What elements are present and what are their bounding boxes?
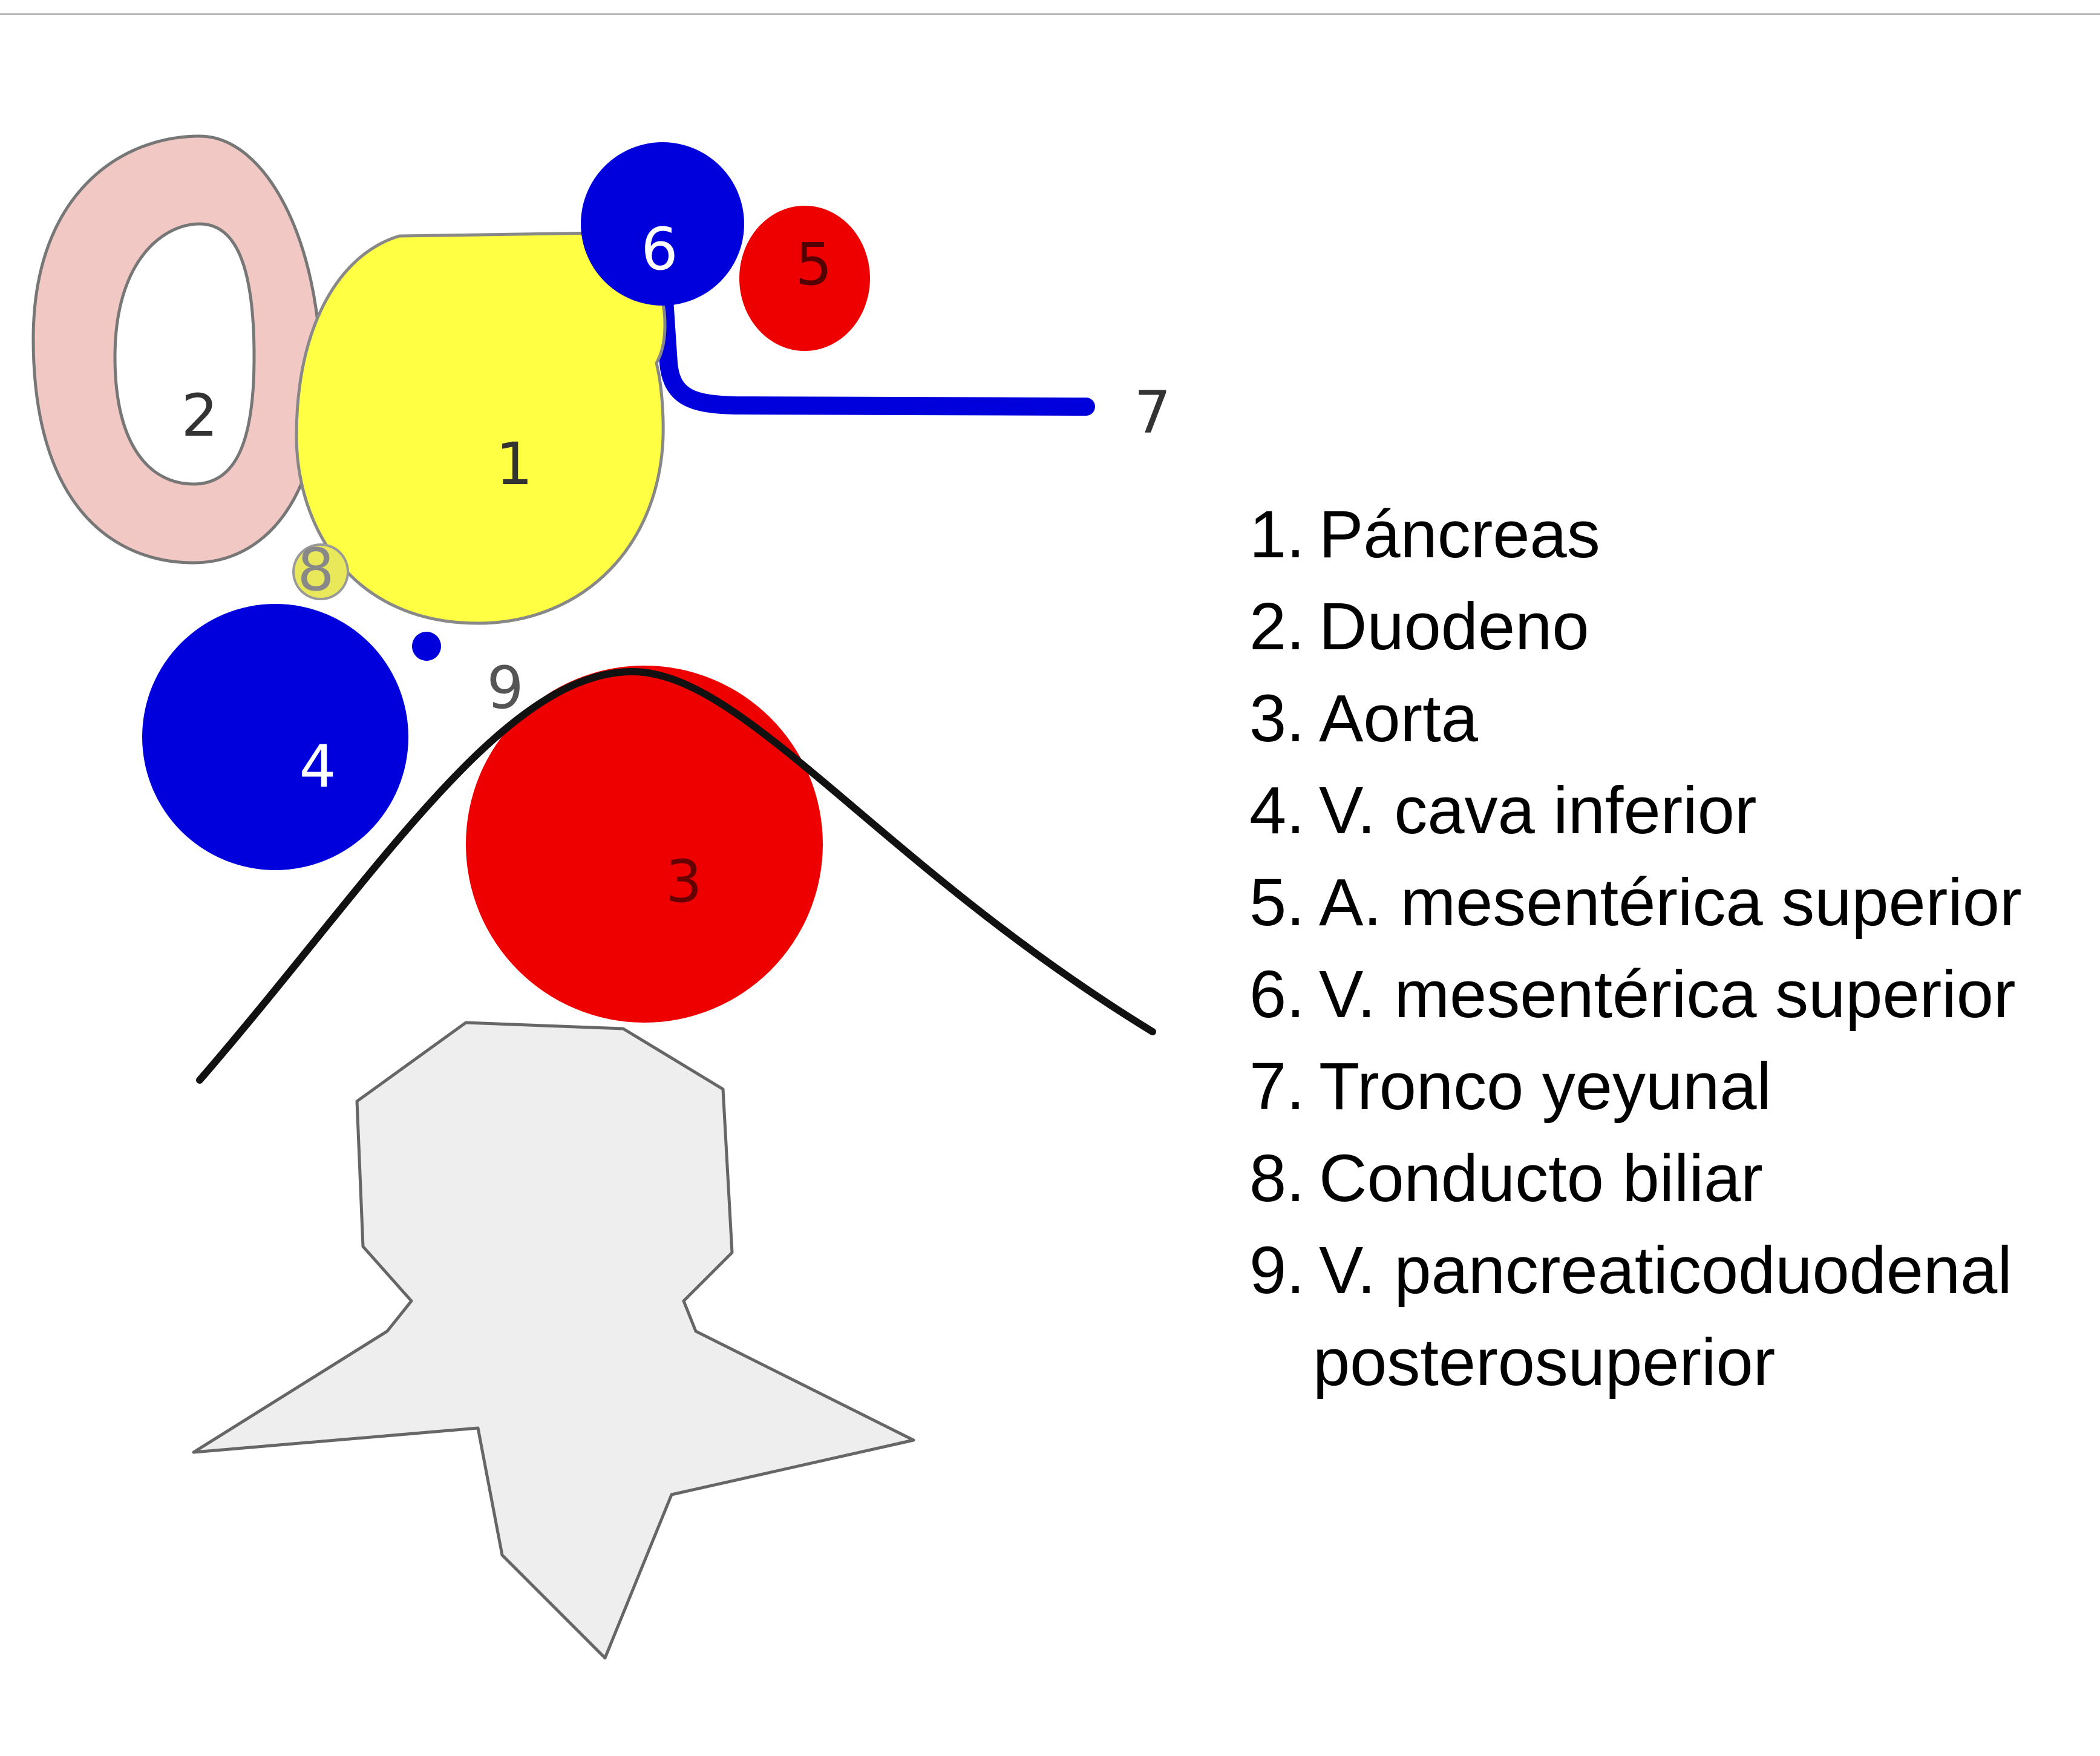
pancreas-shape <box>295 231 667 625</box>
legend-text: Duodeno <box>1319 589 1589 664</box>
label-pancreaticoduodenal-vein: 9 <box>486 654 523 722</box>
legend-text-continuation: posterosuperior <box>1313 1325 1776 1400</box>
legend-number: 3. <box>1249 681 1305 756</box>
legend-text: V. mesentérica superior <box>1319 957 2016 1032</box>
legend-number: 2. <box>1249 589 1305 664</box>
label-aorta: 3 <box>665 848 702 916</box>
bile-duct-shape <box>292 543 349 600</box>
vena-cava-shape <box>142 604 408 870</box>
legend-item: 9. V. pancreaticoduodenal posterosuperio… <box>1249 1225 2022 1409</box>
label-smv: 6 <box>641 215 678 283</box>
legend-text: Tronco yeyunal <box>1319 1049 1771 1124</box>
legend-item: 7. Tronco yeyunal <box>1249 1041 2022 1133</box>
legend-number: 1. <box>1249 497 1305 572</box>
legend-text: Páncreas <box>1319 497 1600 572</box>
pancreaticoduodenal-vein-shape <box>412 632 441 661</box>
jejunal-trunk <box>653 263 1095 416</box>
sma-shape <box>739 206 870 351</box>
label-sma: 5 <box>795 231 832 298</box>
legend-number: 4. <box>1249 773 1305 848</box>
smv-shape <box>581 142 744 306</box>
vertebra-shape <box>192 1021 915 1660</box>
legend-number: 5. <box>1249 865 1305 940</box>
legend-text: Aorta <box>1319 681 1478 756</box>
top-divider <box>0 13 2100 15</box>
label-vena-cava: 4 <box>299 733 336 801</box>
legend-text: V. cava inferior <box>1319 773 1757 848</box>
legend-list: 1. Páncreas 2. Duodeno 3. Aorta 4. V. ca… <box>1249 489 2022 1409</box>
fascia-curve <box>196 667 1156 1084</box>
legend-item: 1. Páncreas <box>1249 489 2022 581</box>
label-pancreas: 1 <box>496 430 532 498</box>
legend-item: 8. Conducto biliar <box>1249 1133 2022 1225</box>
legend-number: 8. <box>1249 1141 1305 1216</box>
legend-item: 5. A. mesentérica superior <box>1249 857 2022 949</box>
legend-text: V. pancreaticoduodenal posterosuperior <box>1313 1225 2012 1409</box>
label-duodenum: 2 <box>181 382 218 450</box>
legend-text-line: V. pancreaticoduodenal <box>1319 1233 2012 1308</box>
label-jejunal-trunk: 7 <box>1134 379 1171 447</box>
aorta-shape <box>466 666 823 1023</box>
legend-text: Conducto biliar <box>1319 1141 1763 1216</box>
duodenum-shape <box>31 134 322 565</box>
legend-number: 6. <box>1249 957 1305 1032</box>
label-bile-duct: 8 <box>297 536 334 604</box>
legend-item: 6. V. mesentérica superior <box>1249 949 2022 1041</box>
legend-item: 4. V. cava inferior <box>1249 765 2022 857</box>
legend-number: 9. <box>1249 1233 1305 1308</box>
legend-text: A. mesentérica superior <box>1319 865 2022 940</box>
legend-item: 2. Duodeno <box>1249 581 2022 673</box>
legend-number: 7. <box>1249 1049 1305 1124</box>
legend-item: 3. Aorta <box>1249 673 2022 765</box>
